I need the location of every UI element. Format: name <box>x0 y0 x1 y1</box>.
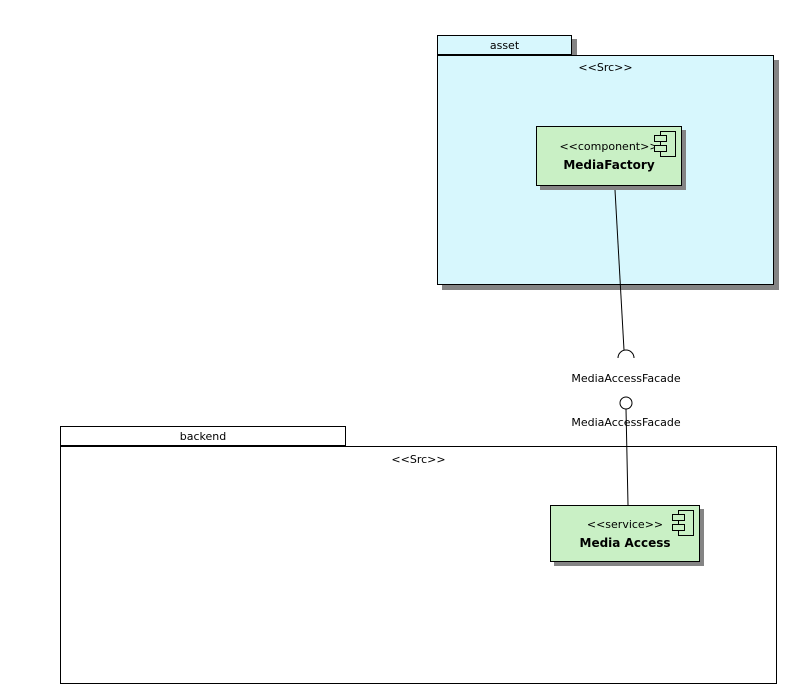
component-media-access-name: Media Access <box>579 535 671 550</box>
component-mediafactory[interactable]: <<component>> MediaFactory <box>536 126 682 186</box>
required-interface-label: MediaAccessFacade <box>571 372 681 385</box>
provided-interface-label: MediaAccessFacade <box>571 416 681 429</box>
component-icon <box>653 130 677 162</box>
package-backend-name: backend <box>179 429 227 443</box>
package-backend-body[interactable] <box>60 446 777 684</box>
required-interface-socket-icon[interactable] <box>617 349 635 359</box>
provided-interface-ball-icon[interactable] <box>619 396 633 410</box>
package-backend-tab[interactable]: backend <box>60 426 346 446</box>
package-asset-name: asset <box>489 38 520 52</box>
component-mediafactory-name: MediaFactory <box>563 158 655 172</box>
component-media-access[interactable]: <<service>> Media Access <box>550 505 700 562</box>
component-icon <box>671 509 695 541</box>
package-asset-tab[interactable]: asset <box>437 35 572 55</box>
component-mediafactory-stereotype: <<component>> <box>559 140 659 153</box>
connector-line-ball-to-media-access[interactable] <box>625 408 629 506</box>
connector-line-mediafactory-to-socket[interactable] <box>614 189 625 351</box>
component-media-access-stereotype: <<service>> <box>586 517 664 531</box>
